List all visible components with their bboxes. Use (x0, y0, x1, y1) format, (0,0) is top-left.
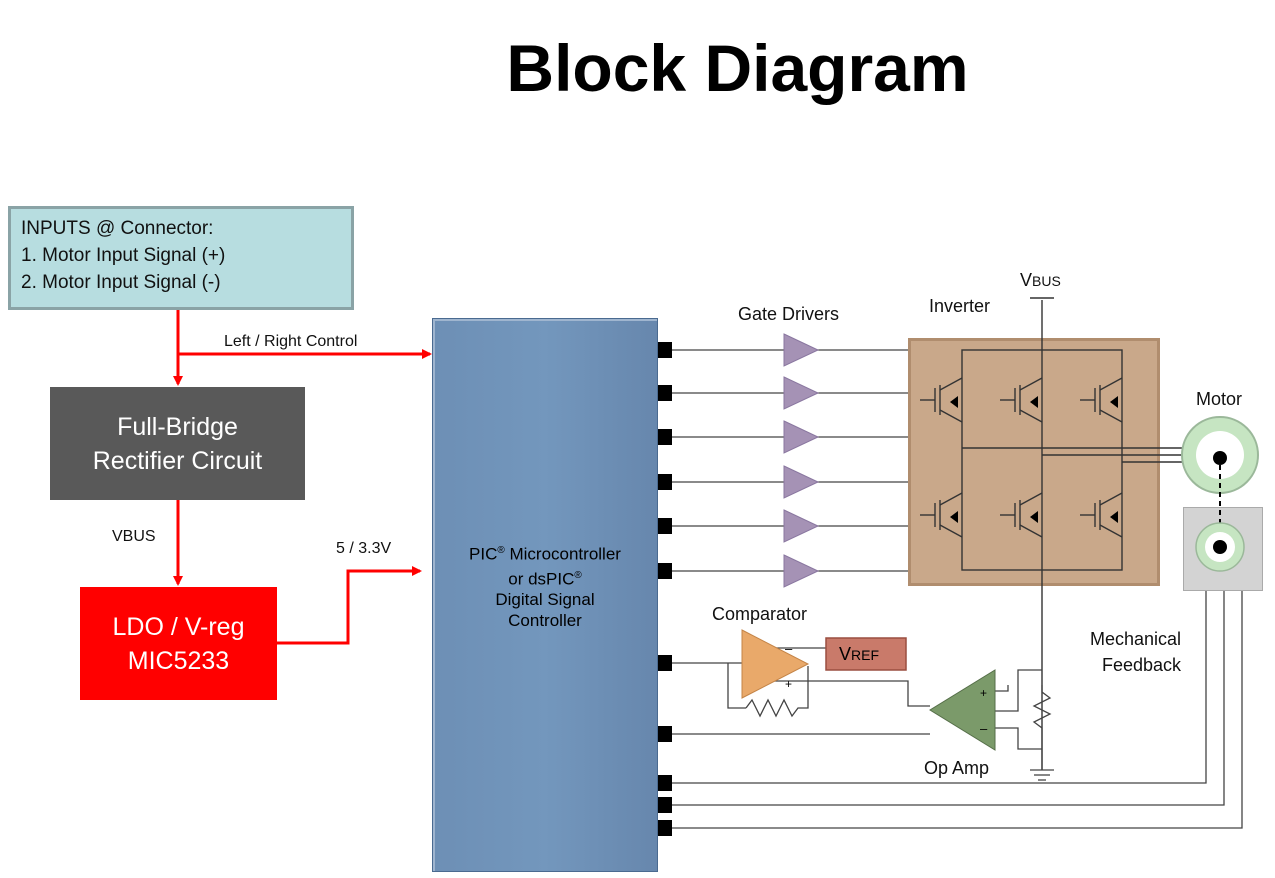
vref-main: V (839, 644, 852, 664)
voltage-label: 5 / 3.3V (336, 540, 392, 557)
analog-wiring (672, 647, 1054, 781)
inputs-connector-box: INPUTS @ Connector: 1. Motor Input Signa… (8, 206, 354, 310)
microcontroller-block (432, 318, 658, 872)
mcu-pin (658, 655, 672, 671)
mcu-line-3: Digital Signal (495, 590, 595, 610)
mcu-dspic: or dsPIC (508, 569, 575, 589)
gate-driver-triangle (783, 420, 820, 454)
comparator-triangle (741, 629, 810, 699)
gate-driver-triangle (783, 333, 820, 367)
left-right-control-label: Left / Right Control (224, 333, 358, 350)
vbus-rail-label: VBUS (1020, 270, 1061, 291)
vbus-label: VBUS (112, 528, 156, 545)
page-title: Block Diagram (506, 31, 969, 105)
vref-box (825, 637, 907, 671)
mcu-pin (658, 797, 672, 813)
mcu-pic: PIC (469, 544, 498, 564)
mcu-reg-1: ® (497, 545, 505, 556)
mcu-reg-2: ® (574, 569, 582, 581)
mech-feedback-line-2: Feedback (1101, 655, 1182, 675)
mcu-pin (658, 563, 672, 579)
rectifier-block: Full-Bridge Rectifier Circuit (50, 387, 305, 500)
rectifier-line-2: Rectifier Circuit (92, 446, 263, 475)
comparator-minus: – (785, 641, 793, 656)
op-amp-minus: – (980, 721, 988, 736)
mcu-microcontroller: Microcontroller (504, 544, 621, 564)
microcontroller-label: PIC® Microcontroller or dsPIC® Digital S… (432, 540, 658, 631)
mcu-pin (658, 429, 672, 445)
vref-sub: REF (851, 647, 880, 663)
ldo-line-1: LDO / V-reg (112, 612, 245, 641)
gate-drivers-label: Gate Drivers (738, 304, 840, 324)
rectifier-line-1: Full-Bridge (117, 412, 238, 441)
comparator-plus: + (785, 677, 792, 691)
inverter-label: Inverter (929, 296, 991, 316)
op-amp-plus: + (980, 686, 987, 700)
mcu-pin (658, 474, 672, 490)
inverter-diodes (950, 396, 1118, 523)
motor-label: Motor (1196, 389, 1243, 409)
feedback-lines (672, 591, 1243, 829)
motor-icon (1181, 416, 1259, 572)
mech-feedback-line-1: Mechanical (1090, 629, 1182, 649)
mcu-pin (658, 775, 672, 791)
mcu-pin (658, 385, 672, 401)
gate-driver-triangle (783, 509, 820, 543)
mcu-pin (658, 820, 672, 836)
ldo-line-2: MIC5233 (127, 646, 230, 675)
mcu-pin (658, 726, 672, 742)
vref-label: VREF (839, 644, 879, 665)
vbus-rail-main: V (1020, 270, 1033, 290)
comparator-label: Comparator (712, 604, 808, 624)
gate-driver-triangle (783, 376, 820, 410)
op-amp-triangle (929, 669, 996, 751)
inputs-line-2: 2. Motor Input Signal (-) (21, 272, 221, 293)
wire-ldo-to-mcu (277, 566, 422, 645)
gate-driver-triangles (783, 333, 820, 588)
mechanical-feedback-label: Mechanical Feedback (1090, 626, 1181, 678)
inputs-heading: INPUTS @ Connector: (21, 218, 214, 239)
ldo-regulator-block: LDO / V-reg MIC5233 (80, 587, 277, 700)
mcu-pin (658, 518, 672, 534)
vbus-rail-sub: BUS (1032, 273, 1061, 289)
mcu-pins (658, 342, 672, 836)
gate-driver-triangle (783, 554, 820, 588)
inputs-line-1: 1. Motor Input Signal (+) (21, 245, 226, 266)
mcu-line-4: Controller (508, 611, 582, 631)
gate-driver-triangle (783, 465, 820, 499)
mcu-pin (658, 342, 672, 358)
op-amp-label: Op Amp (924, 758, 990, 778)
power-wires (173, 310, 432, 645)
